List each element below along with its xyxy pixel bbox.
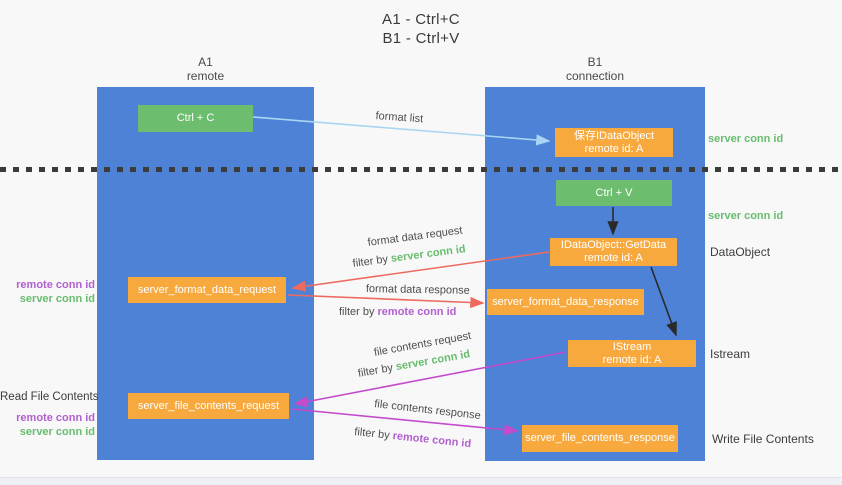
node-ctrl-c-label: Ctrl + C [176,112,215,124]
node-server-file-contents-request: server_file_contents_request [128,393,289,419]
lifeline-a1-subtitle: remote [186,69,225,83]
node-file-response-label: server_file_contents_response [525,432,675,444]
window-bottom-edge [0,477,842,485]
annotation-conn-pair-2: remote conn id server conn id [0,411,95,439]
lifeline-b1-subtitle: connection [565,69,625,83]
node-save-idataobject-line2: remote id: A [584,142,644,155]
title-line-1: A1 - Ctrl+C [382,11,460,28]
lifeline-header-b1: B1 connection [485,55,705,83]
label-format-data-response: format data response [365,283,470,297]
annotation-server-conn-id-1: server conn id [19,293,95,305]
node-getdata-line1: IDataObject::GetData [560,239,667,251]
dotted-separator [0,167,842,172]
node-save-idataobject: 保存IDataObject remote id: A [555,128,673,157]
annotation-server-conn-id-2: server conn id [19,426,95,438]
lifeline-b1-title: B1 [587,55,603,69]
node-istream-line2: remote id: A [602,353,662,366]
annotation-read-file-contents: Read File Contents [0,391,99,403]
filter-remote-conn-id: remote conn id [377,306,457,318]
filter-remote-conn-id: remote conn id [392,430,472,451]
annotation-remote-conn-id-2: remote conn id [16,412,95,424]
filter-by-text: filter by [352,252,392,270]
node-server-format-data-request: server_format_data_request [128,277,286,303]
node-getdata-line2: remote id: A [584,252,643,264]
node-server-format-data-response: server_format_data_response [487,289,644,315]
annotation-remote-conn-id-1: remote conn id [16,279,95,291]
annotation-conn-pair-1: remote conn id server conn id [0,278,95,306]
node-ctrl-v-label: Ctrl + V [595,186,633,199]
node-format-response-label: server_format_data_response [492,295,639,308]
filter-by-text: filter by [353,426,394,442]
node-ctrl-c: Ctrl + C [138,105,253,132]
title-line-2: B1 - Ctrl+V [382,30,460,47]
annotation-write-file-contents: Write File Contents [712,432,814,446]
node-ctrl-v: Ctrl + V [556,180,672,206]
node-file-request-label: server_file_contents_request [137,399,280,412]
annotation-server-conn-id-mid: server conn id [708,210,784,222]
node-idataobject-getdata: IDataObject::GetData remote id: A [550,238,677,266]
filter-by-text: filter by [357,361,398,380]
lifeline-a1-title: A1 [198,55,213,69]
label-filter-by-remote-2: filter by remote conn id [354,426,472,450]
lifeline-header-a1: A1 remote [97,55,314,83]
label-filter-by-remote-1: filter by remote conn id [339,306,456,318]
node-istream-line1: IStream [612,340,652,353]
filter-by-text: filter by [339,306,378,318]
label-file-contents-response: file contents response [373,398,482,423]
annotation-dataobject: DataObject [710,245,771,259]
annotation-server-conn-id-top: server conn id [708,133,784,145]
label-format-list: format list [375,110,424,126]
node-save-idataobject-line1: 保存IDataObject [573,129,655,142]
diagram-title: A1 - Ctrl+C B1 - Ctrl+V [0,10,842,48]
filter-server-conn-id: server conn id [390,243,467,265]
node-format-request-label: server_format_data_request [137,283,277,296]
annotation-istream: Istream [710,347,751,361]
node-istream: IStream remote id: A [568,340,696,367]
node-server-file-contents-response: server_file_contents_response [522,425,678,452]
